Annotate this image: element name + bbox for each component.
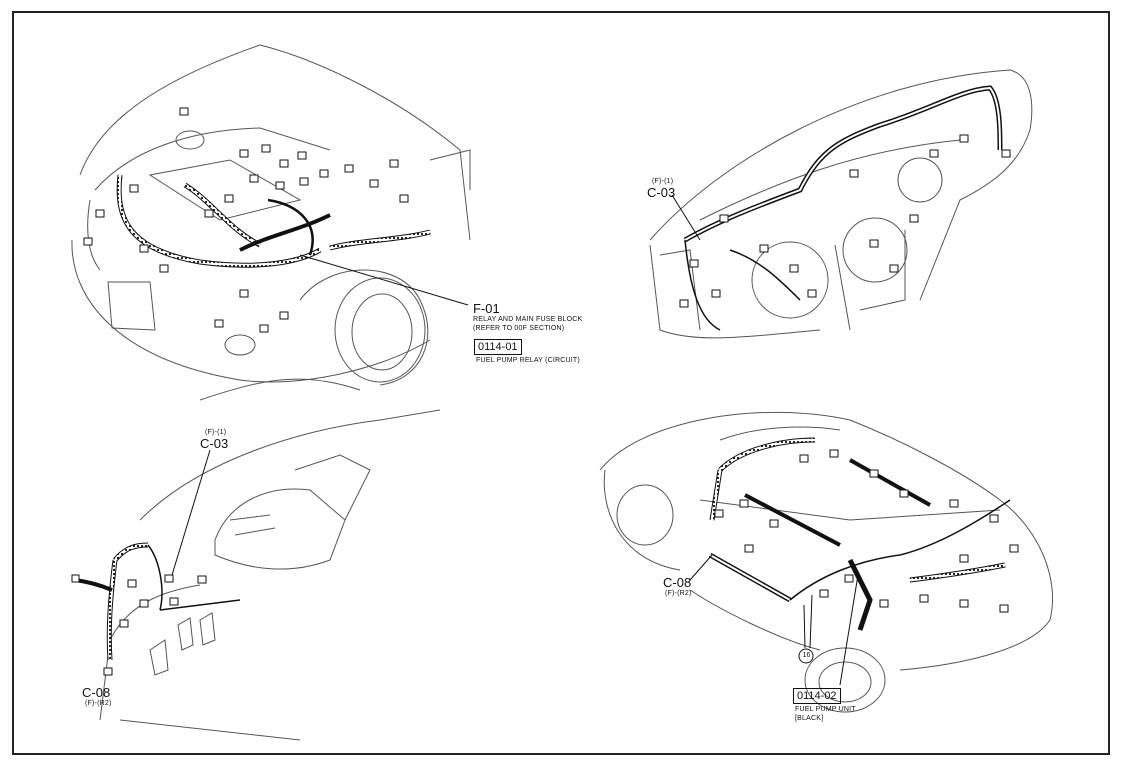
dashboard-harness bbox=[671, 85, 1011, 331]
ground-point-marker bbox=[798, 648, 814, 664]
engine-compartment-view bbox=[71, 44, 471, 386]
fuel-pump-relay-box: 0114-01 bbox=[474, 339, 522, 355]
dashboard-view bbox=[649, 69, 1033, 339]
footwell-view bbox=[99, 378, 441, 741]
c03-top-code: C-03 bbox=[647, 185, 676, 200]
body-view bbox=[599, 411, 1054, 713]
diagram-frame bbox=[12, 11, 1110, 755]
fuel-pump-relay-desc: FUEL PUMP RELAY (CIRCUIT) bbox=[476, 357, 580, 364]
fuel-pump-unit-box: 0114-02 bbox=[793, 688, 841, 704]
relay-fuse-block-ref: (REFER TO 00F SECTION) bbox=[473, 325, 565, 332]
c08-left-code: C-08 bbox=[82, 685, 111, 700]
c03-top-sub: (F)-(1) bbox=[652, 178, 674, 185]
engine-harness bbox=[83, 107, 469, 333]
ground-point-label: 16 bbox=[802, 652, 811, 659]
fuel-pump-unit-desc: FUEL PUMP UNIT bbox=[795, 706, 856, 713]
c03-bottom-code: C-03 bbox=[200, 436, 229, 451]
c08-right-code: C-08 bbox=[663, 575, 692, 590]
c03-bottom-sub: (F)-(1) bbox=[205, 429, 227, 436]
c08-left-sub: (F)-(R2) bbox=[85, 700, 112, 707]
relay-fuse-block-code: F-01 bbox=[473, 301, 500, 316]
footwell-harness bbox=[71, 449, 241, 676]
body-harness bbox=[689, 437, 1019, 686]
relay-fuse-block-desc: RELAY AND MAIN FUSE BLOCK bbox=[473, 316, 583, 323]
fuel-pump-unit-color: [BLACK] bbox=[795, 715, 824, 722]
c08-right-sub: (F)-(R2) bbox=[665, 590, 692, 597]
